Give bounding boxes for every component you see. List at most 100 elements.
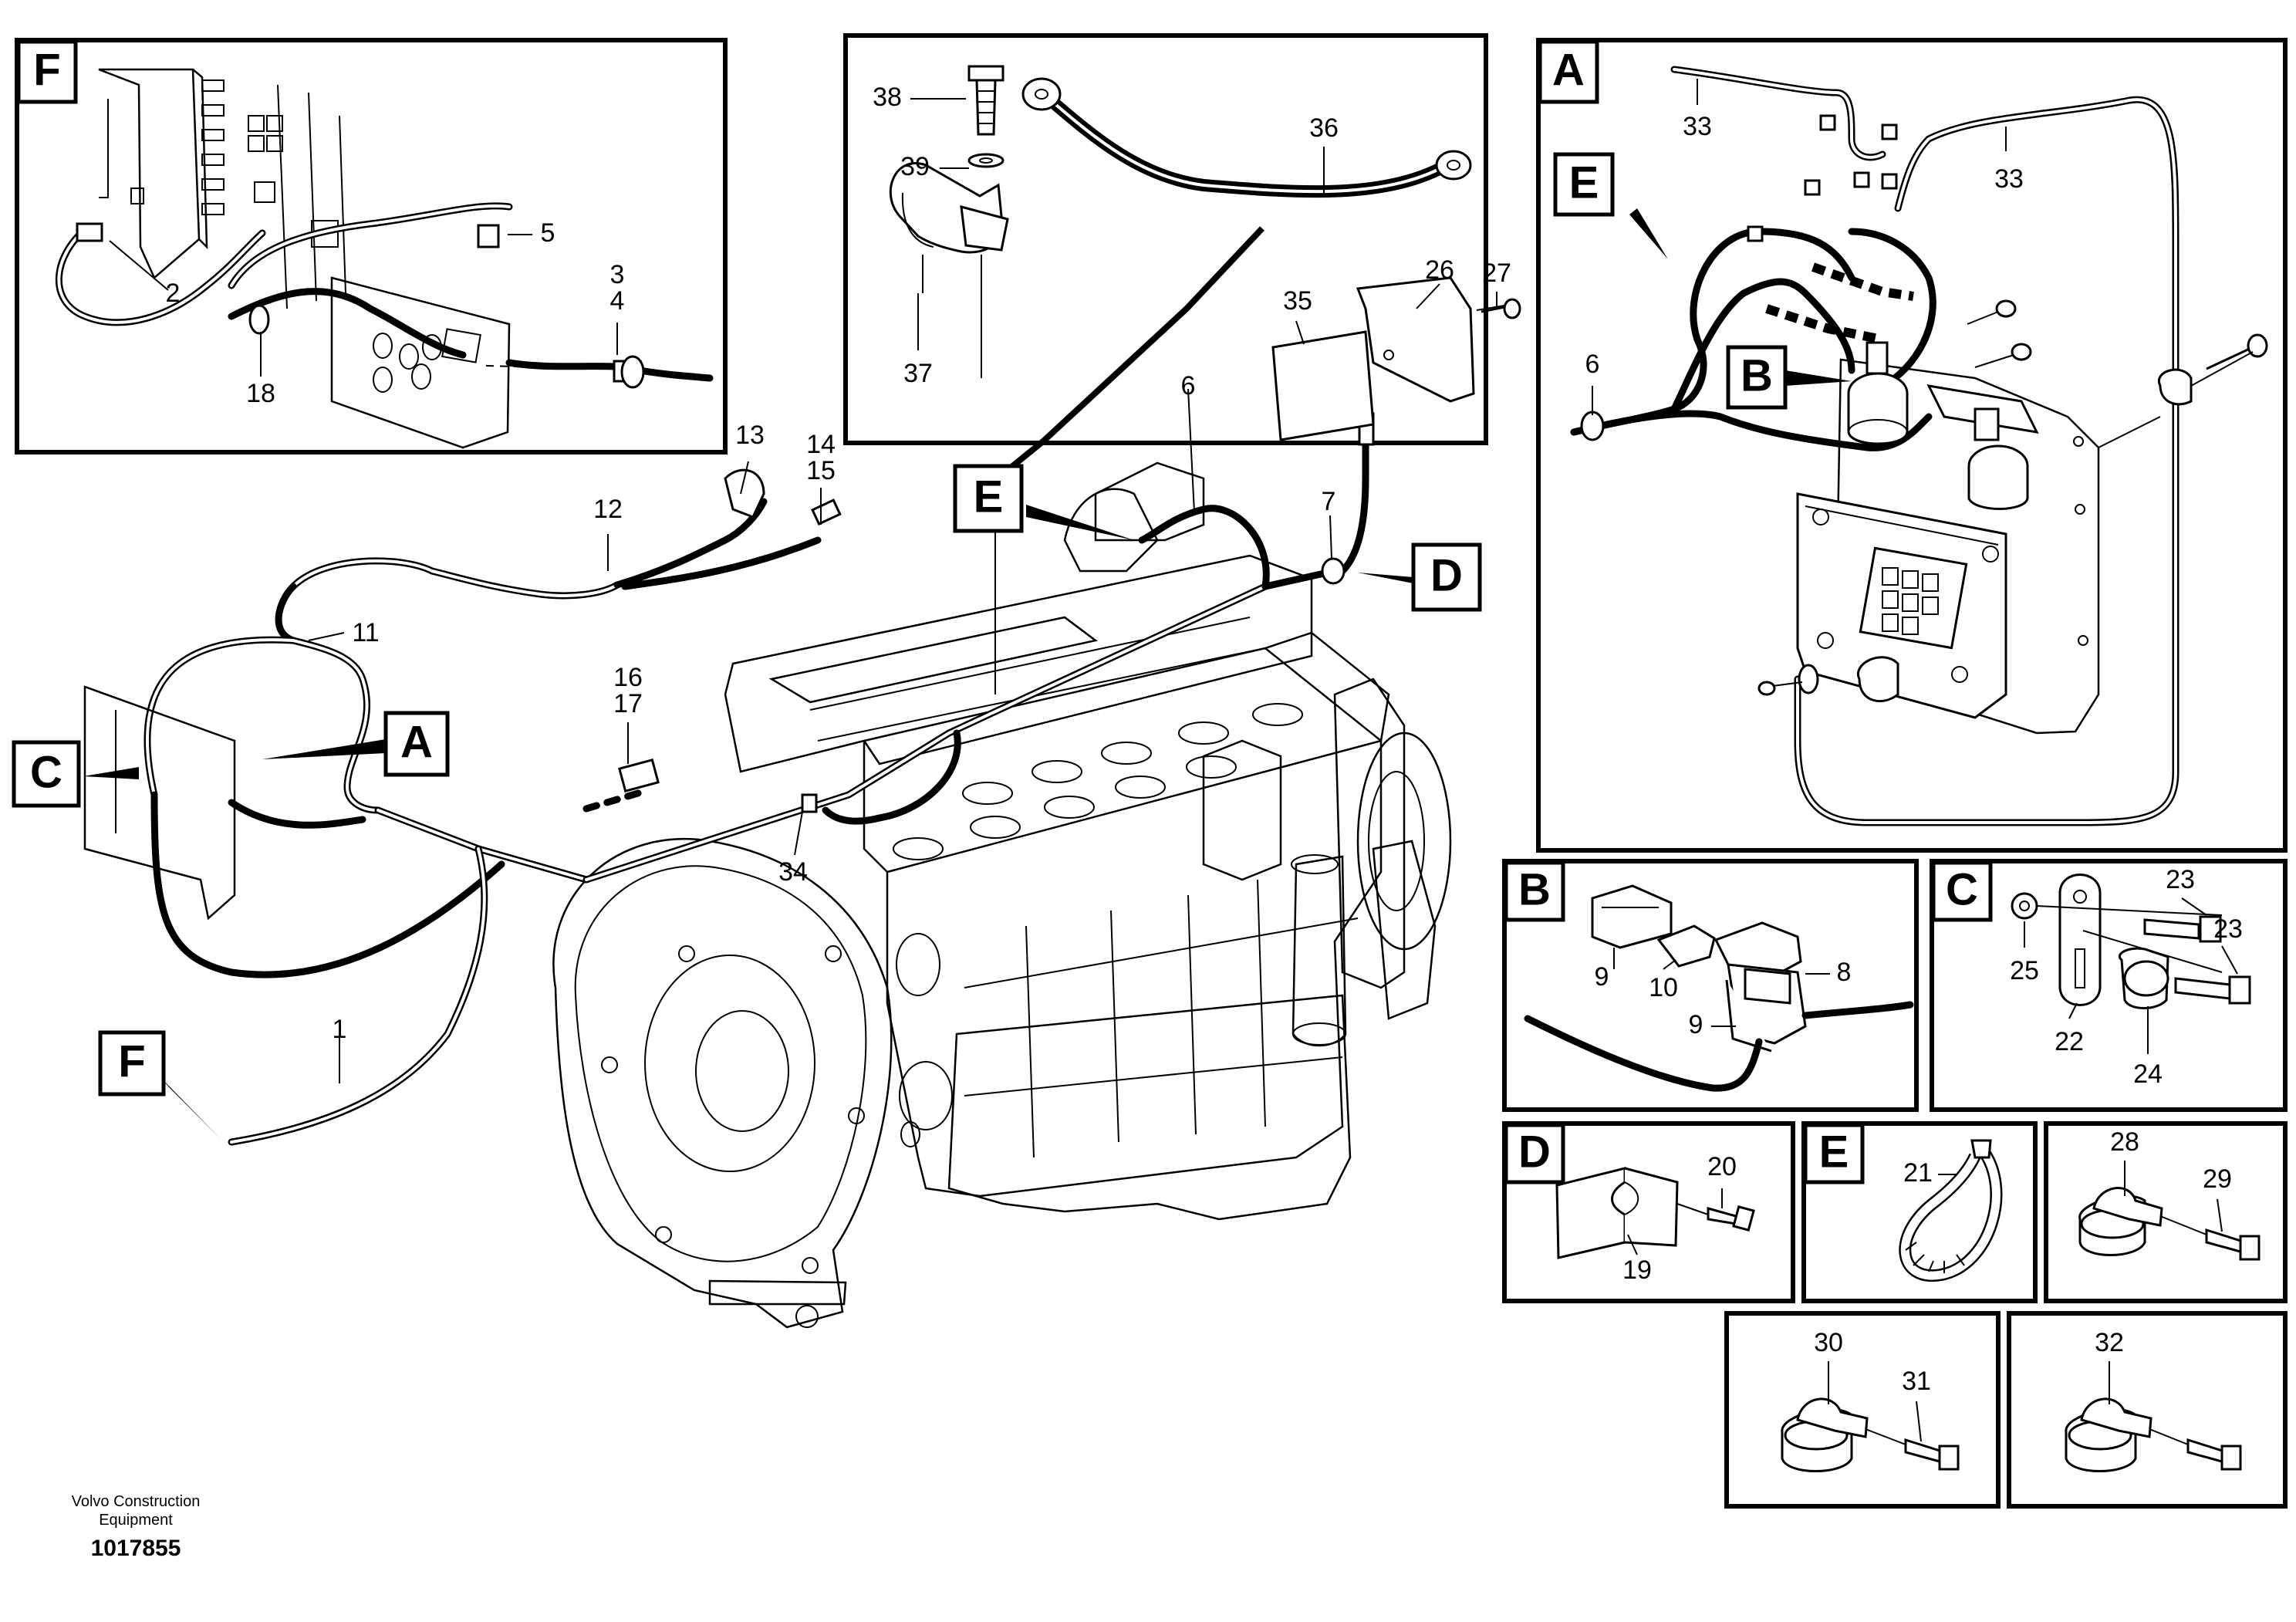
leader-11 <box>308 632 345 641</box>
pointer-e-a <box>1629 208 1668 259</box>
part-label-28: 28 <box>2110 1127 2139 1157</box>
brand-line-1: Volvo Construction <box>72 1493 201 1510</box>
part-label-9a: 9 <box>1595 962 1609 992</box>
part-label-7: 7 <box>1322 487 1336 516</box>
ground-detail-artwork <box>889 65 1472 378</box>
tag-main-e: E <box>974 471 1004 522</box>
leader-22 <box>2068 1002 2078 1019</box>
tag-b-detail: B <box>1518 864 1551 914</box>
part-label-15: 15 <box>806 456 836 485</box>
part-label-33a: 33 <box>1683 112 1712 141</box>
tag-box-main-e <box>953 464 1024 533</box>
detail-frame-f <box>15 38 728 454</box>
detail-frame-a <box>1536 38 2288 853</box>
tag-main-d: D <box>1430 550 1463 600</box>
ecu-artwork <box>1271 276 1521 441</box>
part-label-5: 5 <box>541 218 555 248</box>
part-label-12: 12 <box>593 495 623 524</box>
pointer-d-main <box>1358 573 1413 583</box>
tag-box-e-in-a <box>1553 152 1615 217</box>
leader-13 <box>740 461 749 495</box>
pointer-b-a <box>1785 370 1852 386</box>
tag-main-f: F <box>118 1036 145 1086</box>
leader-10 <box>1663 959 1676 970</box>
part-label-21: 21 <box>1903 1158 1933 1188</box>
leader-26 <box>1416 283 1440 309</box>
part-label-37: 37 <box>903 359 933 388</box>
tag-box-b-in-a <box>1726 345 1788 410</box>
detail-frame-c <box>1930 859 2288 1112</box>
leader-6 <box>1187 388 1195 513</box>
part-label-29: 29 <box>2203 1164 2232 1194</box>
tag-e-in-a: E <box>1569 157 1599 208</box>
part-label-3: 3 <box>610 260 625 289</box>
part-label-18: 18 <box>246 379 275 408</box>
part-label-16: 16 <box>613 663 643 692</box>
tag-b-in-a: B <box>1741 350 1773 400</box>
part-label-8: 8 <box>1837 958 1852 987</box>
part-label-25: 25 <box>2010 956 2039 985</box>
tag-box-f-detail <box>16 39 78 104</box>
detail-frame-d <box>1502 1121 1795 1303</box>
detail-frame-b <box>1502 859 1919 1112</box>
part-label-1: 1 <box>333 1015 347 1044</box>
tag-box-a-detail <box>1538 39 1599 104</box>
leader-23a <box>2181 897 2207 916</box>
d-detail-artwork <box>1555 1167 1755 1259</box>
engine-artwork <box>552 461 1452 1329</box>
leader-23b <box>2221 945 2238 975</box>
part-label-20: 20 <box>1707 1152 1737 1181</box>
part-label-30: 30 <box>1814 1328 1843 1357</box>
part-label-22: 22 <box>2055 1027 2084 1056</box>
f-detail-artwork <box>55 68 714 449</box>
tag-a-detail: A <box>1552 45 1585 95</box>
clamp-28-artwork <box>2078 1187 2261 1261</box>
part-label-34: 34 <box>778 857 808 887</box>
part-label-6: 6 <box>1181 371 1196 400</box>
detail-frame-ground <box>843 33 1488 445</box>
part-label-31: 31 <box>1902 1367 1931 1396</box>
part-label-10: 10 <box>1649 973 1678 1002</box>
b-detail-artwork <box>1524 884 1914 1092</box>
leader-31 <box>1916 1401 1922 1442</box>
tag-box-c-detail <box>1931 860 1993 922</box>
part-label-11: 11 <box>352 618 379 647</box>
leader-35 <box>1295 320 1305 345</box>
pointer-e-main <box>1026 505 1134 540</box>
part-label-19: 19 <box>1622 1255 1652 1285</box>
main-harness <box>144 412 1375 1146</box>
part-label-23a: 23 <box>2166 865 2195 894</box>
clamp-30-artwork <box>1781 1397 1960 1472</box>
part-label-33b: 33 <box>1994 164 2024 194</box>
detail-frame-30 <box>1724 1311 2001 1509</box>
part-label-17: 17 <box>613 689 643 718</box>
leader-7 <box>1329 515 1332 559</box>
a-detail-artwork <box>1570 66 2268 826</box>
c-panel <box>83 685 236 921</box>
leader-19 <box>1627 1234 1638 1255</box>
tag-c-detail: C <box>1946 864 1978 914</box>
part-label-9b: 9 <box>1689 1010 1703 1039</box>
clamp-32-artwork <box>2065 1397 2242 1472</box>
detail-frame-28 <box>2044 1121 2288 1303</box>
leader-34 <box>794 811 803 856</box>
tag-box-main-f <box>98 1030 166 1097</box>
part-label-39: 39 <box>900 152 930 181</box>
tag-box-e-detail <box>1803 1123 1865 1184</box>
leader-2 <box>109 240 169 291</box>
tag-box-b-detail <box>1504 860 1565 922</box>
part-label-38: 38 <box>873 83 902 112</box>
brand-line-2: Equipment <box>99 1512 173 1529</box>
tag-d-detail: D <box>1518 1127 1551 1177</box>
detail-frame-32 <box>2007 1311 2288 1509</box>
tag-box-main-c <box>12 740 81 808</box>
part-label-6-a: 6 <box>1585 350 1600 379</box>
tag-box-main-d <box>1411 542 1482 612</box>
pointer-a-main <box>262 739 386 759</box>
pointer-c-main <box>83 767 139 779</box>
part-label-23b: 23 <box>2213 914 2243 944</box>
c-detail-artwork <box>2011 874 2251 1009</box>
tag-main-c: C <box>30 747 62 797</box>
part-label-26: 26 <box>1425 255 1454 285</box>
drawing-number: 1017855 <box>91 1536 181 1561</box>
